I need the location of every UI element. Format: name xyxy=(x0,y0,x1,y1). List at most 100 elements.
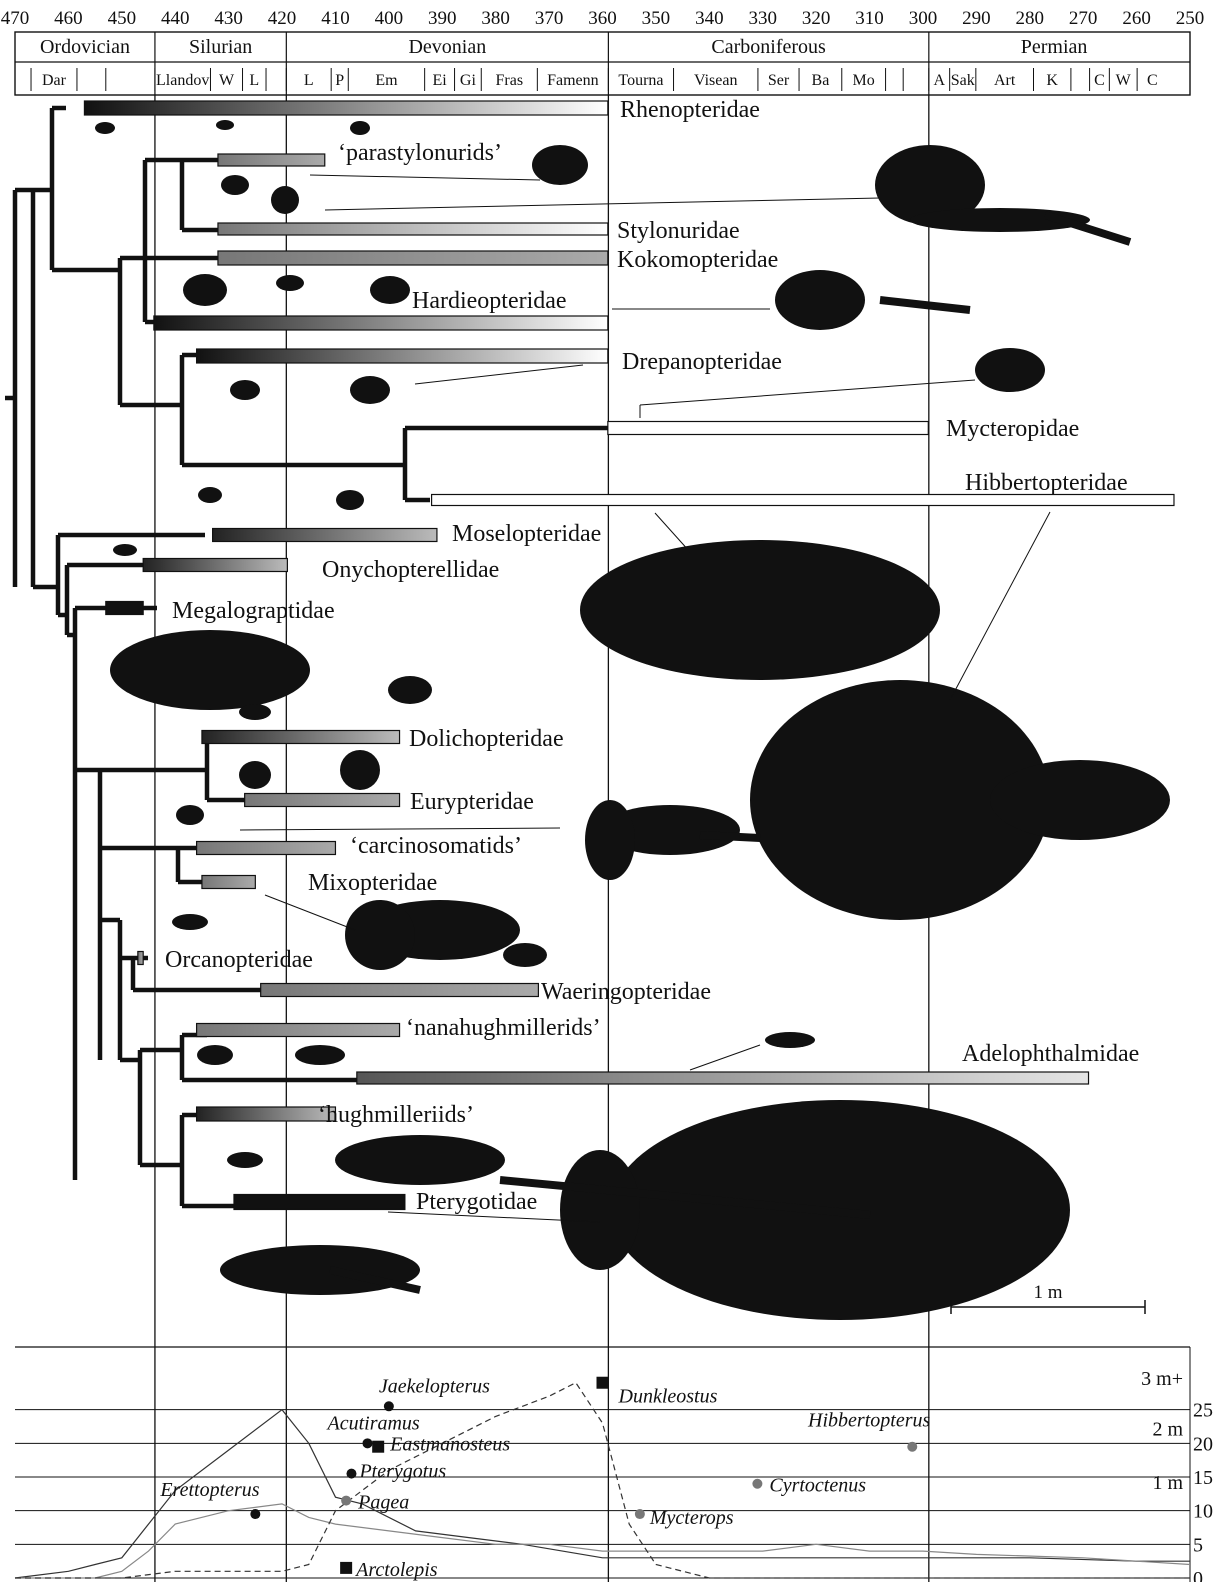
time-tick-label: 330 xyxy=(748,8,777,29)
stage-label: C xyxy=(1094,72,1105,89)
family-label: Megalograptidae xyxy=(172,598,335,624)
family-range-bar xyxy=(197,1107,336,1121)
eurypterid-silhouette xyxy=(276,275,304,291)
family-range-bar xyxy=(202,731,400,744)
family-range-bar xyxy=(138,952,143,965)
stage-label: C xyxy=(1147,72,1158,89)
family-label: Waeringopteridae xyxy=(541,979,711,1005)
family-label: ‘parastylonurids’ xyxy=(338,140,502,166)
taxon-label: Arctolepis xyxy=(354,1559,438,1581)
placoderm-marker xyxy=(372,1441,384,1453)
time-tick-label: 360 xyxy=(588,8,617,29)
stage-label: L xyxy=(304,72,314,89)
eurypterid-silhouette xyxy=(336,490,364,510)
time-tick-label: 430 xyxy=(214,8,243,29)
family-label: Pterygotidae xyxy=(416,1189,537,1215)
eurypterid-marker xyxy=(752,1479,762,1489)
period-label: Carboniferous xyxy=(711,36,826,58)
period-label: Ordovician xyxy=(40,36,130,58)
scale-bar-label: 1 m xyxy=(1033,1282,1062,1303)
taxon-label: Erettopterus xyxy=(159,1479,259,1501)
stage-label: Fras xyxy=(496,72,524,89)
family-range-bar xyxy=(218,154,325,166)
stage-label: A xyxy=(933,72,945,89)
family-range-bar xyxy=(357,1072,1089,1084)
stage-label: Tourna xyxy=(618,72,663,89)
stage-label: Sak xyxy=(951,72,975,89)
time-tick-label: 250 xyxy=(1176,8,1205,29)
size-class-label: 1 m xyxy=(1152,1472,1183,1494)
eurypterid-silhouette xyxy=(765,1032,815,1048)
taxon-label: Eastmanosteus xyxy=(389,1434,510,1456)
stage-label: Dar xyxy=(42,72,67,89)
family-label: Orcanopteridae xyxy=(165,947,313,973)
panel-y-tick-label: 10 xyxy=(1193,1501,1213,1523)
connector-line xyxy=(640,380,975,405)
eurypterid-silhouette xyxy=(183,274,227,306)
eurypterid-silhouette xyxy=(113,544,137,556)
eurypterid-silhouette xyxy=(110,630,310,710)
eurypterid-silhouette xyxy=(340,750,380,790)
family-range-bar xyxy=(84,101,607,115)
family-label: Dolichopteridae xyxy=(409,726,564,752)
family-range-bar xyxy=(218,251,608,265)
panel-y-tick-label: 15 xyxy=(1193,1467,1213,1489)
stage-label: W xyxy=(1116,72,1132,89)
family-range-bar xyxy=(432,495,1174,506)
stage-label: Visean xyxy=(694,72,737,89)
family-label: Onychopterellidae xyxy=(322,557,499,583)
phylogenetic-tree xyxy=(5,108,612,1206)
eurypterid-silhouette xyxy=(560,1150,640,1270)
eurypterid-silhouette xyxy=(271,186,299,214)
panel-y-tick-label: 20 xyxy=(1193,1433,1213,1455)
family-label: Stylonuridae xyxy=(617,218,740,244)
family-label: ‘carcinosomatids’ xyxy=(350,833,522,859)
stage-label: Art xyxy=(994,72,1016,89)
eurypterid-silhouette xyxy=(227,1152,263,1168)
family-label: Eurypteridae xyxy=(410,789,534,815)
time-tick-label: 410 xyxy=(321,8,350,29)
family-label: Drepanopteridae xyxy=(622,349,782,375)
connector-line xyxy=(690,1045,760,1070)
eurypterid-silhouette xyxy=(350,376,390,404)
eurypterid-marker xyxy=(907,1442,917,1452)
stage-label: Em xyxy=(375,72,398,89)
eurypterid-silhouette xyxy=(580,540,940,680)
eurypterid-silhouette xyxy=(295,1045,345,1065)
time-tick-label: 420 xyxy=(268,8,297,29)
connector-line xyxy=(265,895,355,930)
time-tick-label: 470 xyxy=(1,8,30,29)
time-tick-label: 260 xyxy=(1122,8,1151,29)
time-tick-label: 310 xyxy=(855,8,884,29)
family-label: Adelophthalmidae xyxy=(962,1041,1139,1067)
eurypterid-silhouette xyxy=(345,900,415,970)
eurypterid-silhouette xyxy=(532,145,588,185)
connector-line xyxy=(950,512,1050,700)
eurypterid-silhouette xyxy=(239,761,271,789)
time-tick-label: 320 xyxy=(802,8,831,29)
time-tick-label: 370 xyxy=(535,8,564,29)
time-tick-label: 460 xyxy=(54,8,83,29)
taxon-label: Pagea xyxy=(357,1492,409,1514)
family-range-bar xyxy=(218,223,608,235)
stage-label: Gi xyxy=(460,72,477,89)
time-tick-label: 400 xyxy=(375,8,404,29)
taxon-label: Mycterops xyxy=(649,1507,734,1529)
size-class-label: 2 m xyxy=(1152,1418,1183,1440)
stage-label: Ser xyxy=(768,72,790,89)
family-range-bar xyxy=(213,529,437,542)
eurypterid-silhouette xyxy=(335,1135,505,1185)
family-range-bar xyxy=(197,349,608,363)
eurypterid-silhouette xyxy=(198,487,222,503)
eurypterid-marker xyxy=(346,1469,356,1479)
silhouette-layer xyxy=(95,120,1170,1320)
silhouette-tail xyxy=(880,300,970,310)
period-label: Devonian xyxy=(408,36,486,58)
period-label: Silurian xyxy=(189,36,252,58)
time-tick-label: 350 xyxy=(642,8,671,29)
stage-label: Ba xyxy=(812,72,830,89)
panel-y-tick-label: 0 xyxy=(1193,1568,1203,1582)
